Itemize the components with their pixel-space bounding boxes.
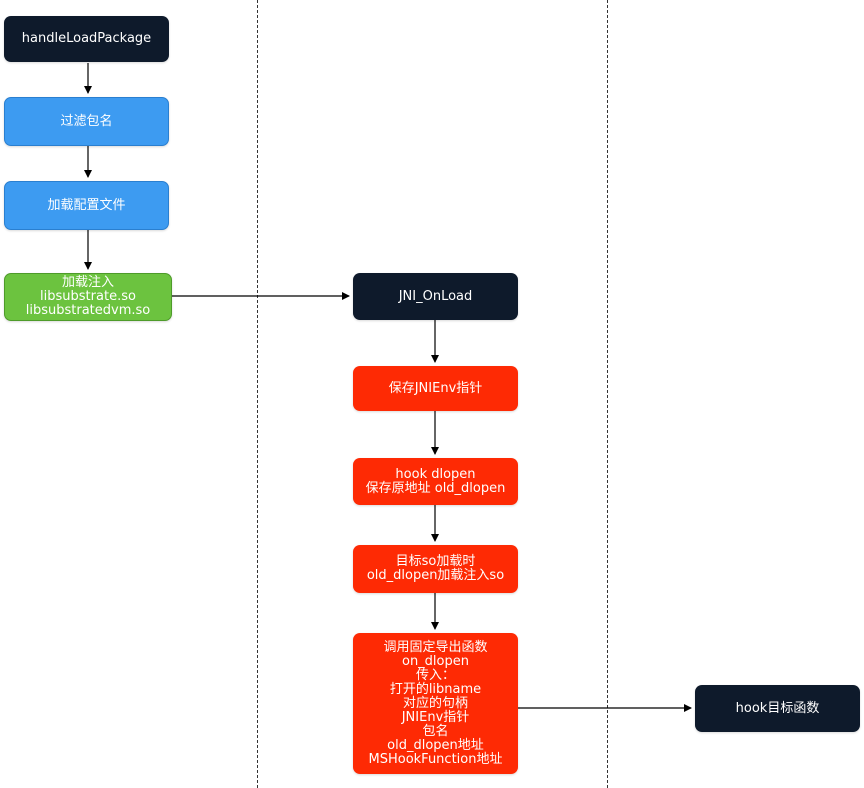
lane-divider-2 xyxy=(607,0,608,788)
node-load-config: 加载配置文件 xyxy=(4,181,169,230)
node-hook-target: hook目标函数 xyxy=(695,685,860,732)
node-jni-onload: JNI_OnLoad xyxy=(353,273,518,320)
node-load-inject: 加载注入 libsubstrate.so libsubstratedvm.so xyxy=(4,273,172,321)
node-filter-package: 过滤包名 xyxy=(4,97,169,146)
node-save-jnienv: 保存JNIEnv指针 xyxy=(353,366,518,411)
node-call-export: 调用固定导出函数 on_dlopen 传入： 打开的libname 对应的句柄 … xyxy=(353,633,518,774)
lane-divider-1 xyxy=(257,0,258,788)
node-handle-load-package: handleLoadPackage xyxy=(4,16,169,62)
node-hook-dlopen: hook dlopen 保存原地址 old_dlopen xyxy=(353,458,518,505)
node-target-so: 目标so加载时 old_dlopen加载注入so xyxy=(353,545,518,593)
